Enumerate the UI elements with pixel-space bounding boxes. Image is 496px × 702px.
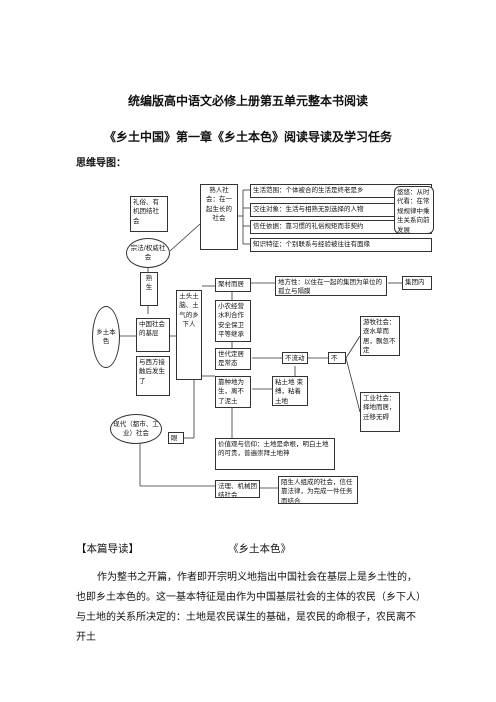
node-legal-society: 法理、机械团结社会 <box>215 480 260 498</box>
node-in-eyes: 眼中 <box>168 432 184 444</box>
node-knowledge-feature: 知识特征：个别联系与经验被往往有面缘 <box>250 238 432 252</box>
node-within-group: 集团内 <box>402 276 432 290</box>
node-locality: 地方性：以住在一起的集团为单位的孤立与隔膜 <box>275 276 387 296</box>
node-lisu-society: 礼俗、有机团结社会 <box>130 196 168 232</box>
node-immobile: 不流动 <box>282 352 308 364</box>
node-shusheng: 熟生 <box>140 272 158 306</box>
node-industrial-society: 工业社会：择地而居，迁移无碍 <box>360 392 400 432</box>
intro-paragraph: 作为整书之开篇，作者即开宗明义地指出中国社会在基层上是乡土性的，也即乡土本色的。… <box>76 572 421 643</box>
node-values-beliefs: 价值观与信仰：土地是命根，明白土地的可贵，普遍崇拜土地神 <box>215 438 335 470</box>
node-contact-object: 交往对象：生活与相熟无别选择的人物 <box>250 203 432 217</box>
node-modern-society: 现代（都市、工业）社会 <box>110 414 162 444</box>
node-village-living: 聚村而居 <box>215 278 251 292</box>
node-bound-to-land: 粘土地 束缚，粘着土地 <box>272 376 308 406</box>
node-xiangtu-bense: 乡土本色 <box>92 306 120 368</box>
chapter-subtitle: 《乡土中国》第一章《乡土本色》阅读导读及学习任务 <box>103 130 392 144</box>
mindmap-label: 思维导图： <box>76 158 126 169</box>
node-stranger-society: 陌生人组成的社会，信任靠法律，为完成一件任务而结合 <box>278 476 358 504</box>
section-title: 《乡土本色》 <box>228 543 291 555</box>
node-settled-generations: 世代定居是常态 <box>215 348 251 370</box>
node-small-farming: 小农经营 水利合作 安全保卫 平等继承 <box>215 300 251 342</box>
node-farming-living: 靠种地为生，离不了泥土 <box>215 376 251 408</box>
section-head: 【本篇导读】 <box>76 543 139 555</box>
node-western-contact: 与西方接触后发生了 <box>136 356 170 396</box>
node-different-from: 不同于 <box>328 352 346 364</box>
node-nomadic-society: 游牧社会：逐水草而居，飘忽不定 <box>360 316 400 356</box>
node-acquaintance-society: 熟人社会：在一起生长的社会 <box>200 184 238 250</box>
node-youyou: 悠悠：从时代看：在常规规律中乘生关系向前发展 <box>394 186 434 234</box>
page-title: 统编版高中语文必修上册第五单元整本书阅读 <box>127 94 368 108</box>
node-country-folk: 土头土脑、土气的乡下人 <box>176 290 202 380</box>
mind-map: 礼俗、有机团结社会 熟人社会：在一起生长的社会 生活范围：个体被合的生活是终老是… <box>90 176 434 530</box>
node-zongfa-society: 宗法/权威社会 <box>126 238 170 268</box>
node-china-grassroots: 中国社会的基层 <box>136 318 170 352</box>
